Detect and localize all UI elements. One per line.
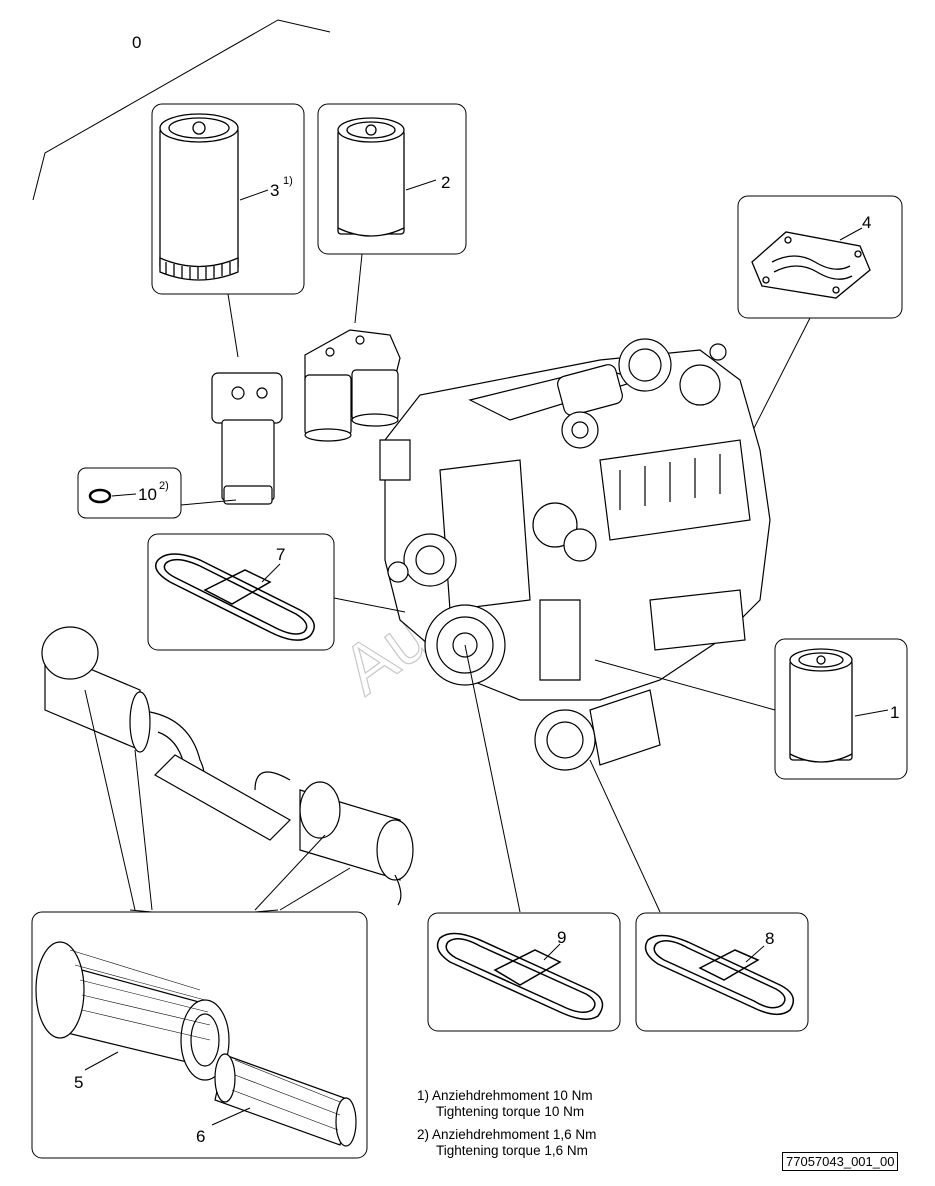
detail-box-4: 4 xyxy=(737,195,903,319)
air-filter-assembly xyxy=(41,626,414,906)
callout-9: 9 xyxy=(557,928,566,947)
detail-box-5-6: 5 6 xyxy=(31,911,368,1159)
callout-2: 2 xyxy=(441,173,450,192)
note-2-english: Tightening torque 1,6 Nm xyxy=(436,1143,588,1158)
note-1-english: Tightening torque 10 Nm xyxy=(436,1104,585,1119)
callout-8: 8 xyxy=(765,929,774,948)
detail-box-3: 3 1) xyxy=(151,103,305,295)
callout-10: 10 xyxy=(138,485,157,504)
callout-6: 6 xyxy=(196,1127,205,1146)
callout-5: 5 xyxy=(74,1073,83,1092)
callout-1: 1 xyxy=(890,703,899,722)
belt-7-drawing xyxy=(155,553,315,641)
callout-7: 7 xyxy=(276,545,285,564)
filter-element-5-drawing xyxy=(35,941,230,1081)
filter-housing-double xyxy=(304,329,401,442)
note-2-german: 2) Anziehdrehmoment 1,6 Nm xyxy=(417,1127,597,1142)
gasket-4-drawing xyxy=(751,231,871,299)
filter-1-drawing xyxy=(789,648,853,763)
belt-9-drawing xyxy=(436,932,604,1020)
callout-4: 4 xyxy=(862,213,871,232)
callout-3-sup: 1) xyxy=(283,175,293,187)
drawing-number: 77057043_001_00 xyxy=(782,1152,899,1171)
detail-box-9: 9 xyxy=(427,912,621,1032)
filter-2-drawing xyxy=(337,117,405,237)
detail-box-10: 10 2) xyxy=(77,467,182,519)
detail-box-2: 2 xyxy=(317,103,467,255)
callout-10-sup: 2) xyxy=(159,480,169,492)
filter-housing-single xyxy=(211,372,283,505)
filter-3-drawing xyxy=(159,113,239,281)
detail-box-7: 7 xyxy=(147,533,335,651)
filter-element-6-drawing xyxy=(214,1053,357,1147)
kit-bracket xyxy=(32,19,331,201)
callout-3: 3 xyxy=(270,181,279,200)
detail-box-8: 8 xyxy=(635,912,809,1032)
detail-box-1: 1 xyxy=(774,638,908,780)
engine-illustration xyxy=(379,338,771,771)
callout-0: 0 xyxy=(132,33,141,52)
note-1-german: 1) Anziehdrehmoment 10 Nm xyxy=(417,1088,593,1103)
belt-8-drawing xyxy=(644,934,795,1016)
